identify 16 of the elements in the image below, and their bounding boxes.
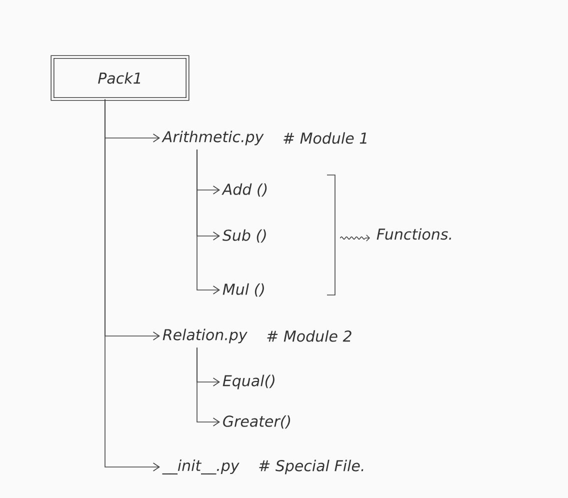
module-text: Relation.py [162,328,248,344]
comment-text: # Module 1 [284,132,366,144]
package-box: Pack1 [50,55,190,101]
comment-text: # Special File. [259,460,364,474]
tree-arrow [196,149,220,294]
module-text: Arithmetic.py [162,130,264,146]
comment-text: # Module 2 [267,330,352,342]
module-text: Equal() [222,374,274,390]
module-text: Add () [222,183,267,197]
module-text: Greater() [223,415,290,429]
tree-arrow [104,99,160,472]
tree-arrow [196,347,220,426]
module-text: __init__.py [162,460,240,474]
group-label: Functions. [376,228,452,240]
module-text: Mul () [222,283,264,297]
module-text: Sub () [222,229,266,243]
